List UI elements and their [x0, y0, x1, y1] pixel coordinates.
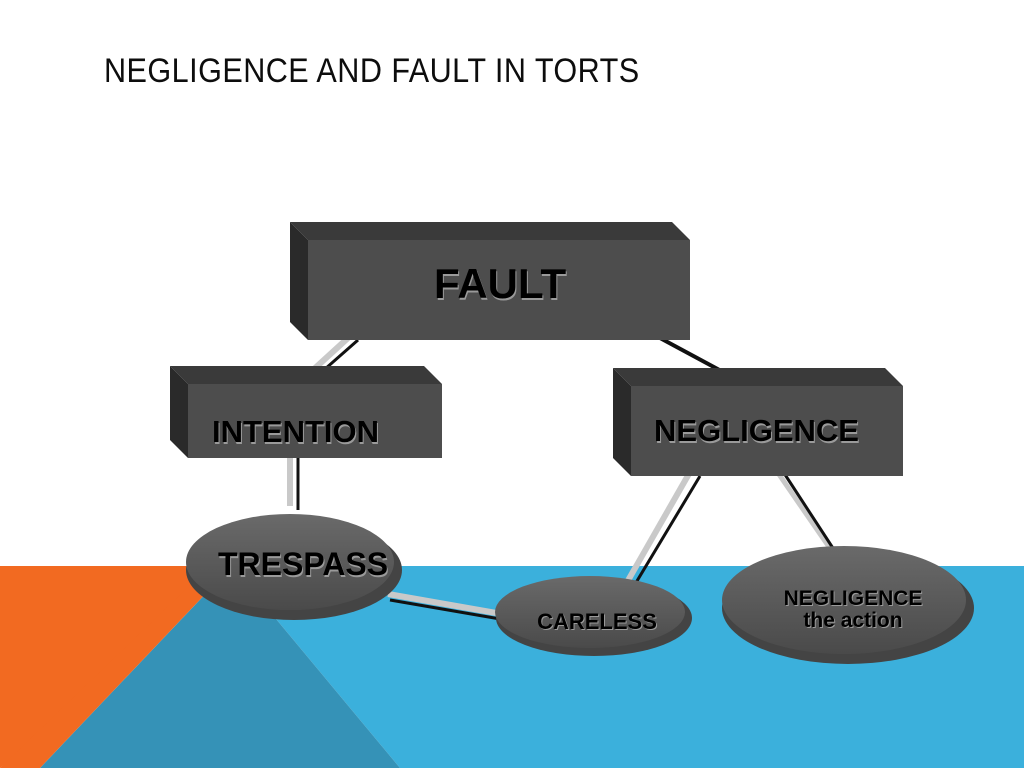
careless-label: CARELESS: [537, 609, 657, 634]
trespass-label: TRESPASS: [218, 546, 389, 582]
connector-intention-trespass: [287, 455, 300, 510]
negligence-action-label: NEGLIGENCE the action: [760, 587, 946, 633]
intention-label: INTENTION: [212, 414, 380, 449]
connector-negligence-careless: [623, 470, 702, 587]
negligence-action-line2: the action: [803, 609, 903, 633]
fault-box: [290, 222, 690, 340]
careless-disc: [495, 576, 692, 656]
teal-triangle: [40, 566, 400, 768]
fault-label: FAULT: [434, 260, 567, 307]
slide-title: NEGLIGENCE AND FAULT IN TORTS: [104, 52, 640, 90]
negligence-box: [613, 368, 903, 476]
connector-trespass-careless: [387, 591, 507, 622]
negligence-action-line1: NEGLIGENCE: [783, 587, 923, 610]
intention-box: [170, 366, 442, 458]
trespass-disc: [186, 514, 402, 620]
negligence-label: NEGLIGENCE: [654, 413, 859, 448]
negligence-action-disc: [722, 546, 974, 664]
orange-wedge: [0, 566, 232, 768]
connectors: [287, 335, 844, 622]
